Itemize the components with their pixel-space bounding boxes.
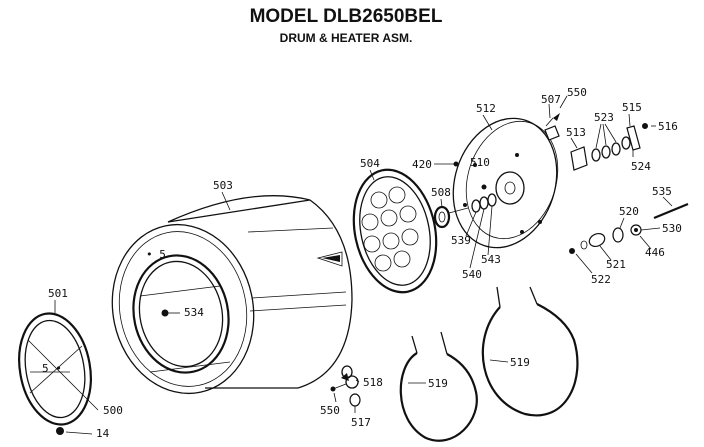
callout-521: 521 [606,258,626,271]
svg-text:5 •: 5 • [42,362,62,375]
leader-lines [54,95,673,413]
callout-513: 513 [566,126,586,139]
callout-510: 510 [470,156,490,169]
callout-14: 14 [96,427,110,440]
diagram-title: MODEL DLB2650BEL [250,6,443,27]
callout-516: 516 [658,120,678,133]
callout-550-bottom: 550 [320,404,340,417]
callout-534: 534 [184,306,204,319]
svg-text:• 5: • 5 [146,248,166,261]
lower-hardware [330,365,361,407]
callout-515: 515 [622,101,642,114]
callout-535: 535 [652,185,672,198]
callout-519-right: 519 [510,356,530,369]
screw-420 [434,161,459,167]
callout-420: 420 [412,158,432,171]
clip-507 [544,113,560,141]
callout-501: 501 [48,287,68,300]
callout-539: 539 [451,234,471,247]
dryer-drum: • 5 [111,195,353,395]
callout-518: 518 [363,376,383,389]
callout-503: 503 [213,179,233,192]
rod-535 [653,202,689,220]
callout-517: 517 [351,416,371,429]
drum-back-plate [352,168,438,294]
callout-523: 523 [594,111,614,124]
callout-543: 543 [481,253,501,266]
screw-14 [56,427,93,435]
callout-524: 524 [631,160,651,173]
heater-housing [452,117,559,249]
drive-belt-large [481,286,579,417]
callout-512: 512 [476,102,496,115]
callout-504: 504 [360,157,380,170]
callout-522: 522 [591,273,611,286]
drive-belt-small [399,331,478,442]
callout-446: 446 [645,246,665,259]
diagram-subtitle: DRUM & HEATER ASM. [280,31,413,45]
callout-540: 540 [462,268,482,281]
stud-515 [621,123,648,151]
fastener-534 [161,309,180,317]
callout-507: 507 [541,93,561,106]
bracket-513 [570,146,588,171]
callout-550-top: 550 [567,86,587,99]
idler-parts [569,224,642,254]
callout-530: 530 [662,222,682,235]
washers-523 [591,123,621,162]
callout-520: 520 [619,205,639,218]
front-seal-ring: 5 • [18,312,92,426]
callout-508: 508 [431,186,451,199]
callout-500: 500 [103,404,123,417]
callout-519-left: 519 [428,377,448,390]
